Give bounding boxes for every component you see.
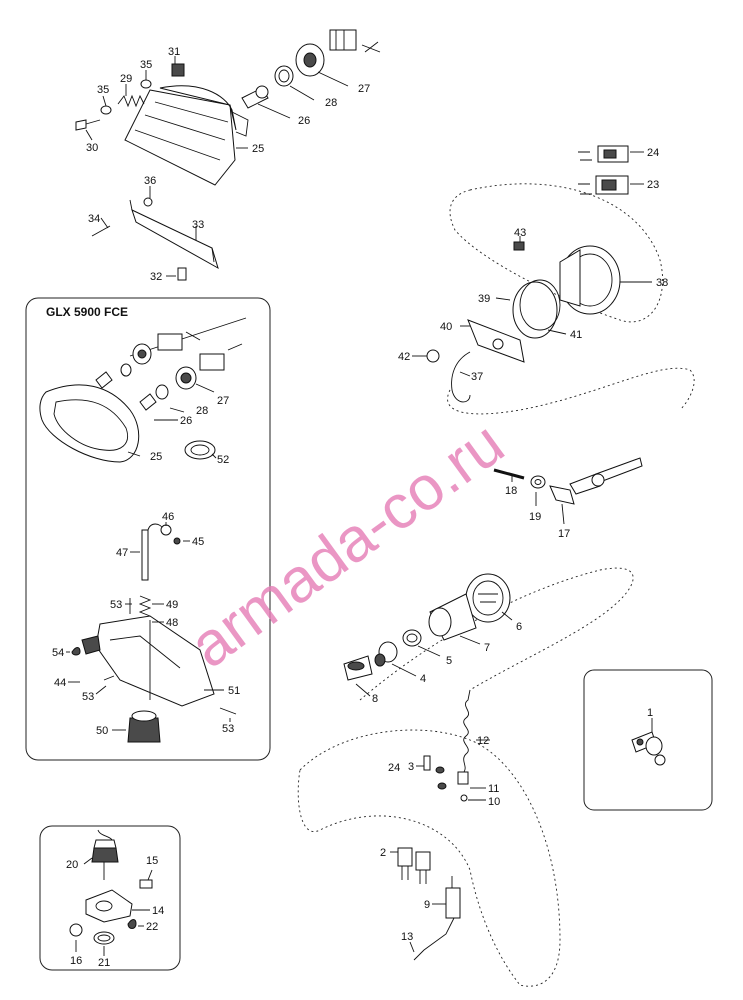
callout-54: 54 xyxy=(52,647,64,659)
callout-14: 14 xyxy=(152,905,164,917)
callout-11: 11 xyxy=(488,783,499,795)
callout-15: 15 xyxy=(146,855,158,867)
callout-22: 22 xyxy=(146,921,158,933)
callout-51: 51 xyxy=(228,685,240,697)
hull-outline xyxy=(297,729,561,987)
callout-8: 8 xyxy=(372,693,378,705)
callout-25-glx: 25 xyxy=(150,451,162,463)
glx-panel-title: GLX 5900 FCE xyxy=(46,305,128,319)
callout-40: 40 xyxy=(440,321,452,333)
wiring-switch-parts xyxy=(390,689,490,961)
callout-33: 33 xyxy=(192,219,204,231)
callout-41: 41 xyxy=(570,329,582,341)
callout-38: 38 xyxy=(656,277,668,289)
callout-36: 36 xyxy=(144,175,156,187)
speedometer-cable-parts xyxy=(493,457,643,525)
callout-26: 26 xyxy=(298,115,310,127)
callout-47: 47 xyxy=(116,547,128,559)
ignition-key-panel xyxy=(583,669,713,811)
callout-35-b: 35 xyxy=(97,84,109,96)
callout-37: 37 xyxy=(471,371,483,383)
callout-48: 48 xyxy=(166,617,178,629)
callout-53-b: 53 xyxy=(82,691,94,703)
callout-28-glx: 28 xyxy=(196,405,208,417)
callout-9: 9 xyxy=(424,899,430,911)
callout-42: 42 xyxy=(398,351,410,363)
callout-17: 17 xyxy=(558,528,570,540)
callout-49: 49 xyxy=(166,599,178,611)
sensor-bracket-parts xyxy=(69,829,153,956)
callout-32: 32 xyxy=(150,271,162,283)
callout-5: 5 xyxy=(446,655,452,667)
callout-19: 19 xyxy=(529,511,541,523)
callout-13: 13 xyxy=(401,931,413,943)
callout-34: 34 xyxy=(88,213,100,225)
callout-25: 25 xyxy=(252,143,264,155)
callout-44: 44 xyxy=(54,677,66,689)
glx-panel-parts xyxy=(39,317,247,743)
callout-24: 24 xyxy=(647,147,659,159)
callout-12: 12 xyxy=(477,735,489,747)
callout-46: 46 xyxy=(162,511,174,523)
gauge-console-assembly xyxy=(412,145,695,415)
callout-35: 35 xyxy=(140,59,152,71)
callout-7: 7 xyxy=(484,642,490,654)
ignition-key-parts xyxy=(631,718,666,766)
callout-20: 20 xyxy=(66,859,78,871)
callout-45: 45 xyxy=(192,536,204,548)
callout-27: 27 xyxy=(358,83,370,95)
callout-21: 21 xyxy=(98,957,110,969)
sensor-bracket-panel xyxy=(39,825,181,971)
callout-29: 29 xyxy=(120,73,132,85)
watermark-text: armada-co.ru xyxy=(178,409,517,682)
callout-28: 28 xyxy=(325,97,337,109)
callout-6: 6 xyxy=(516,621,522,633)
callout-31: 31 xyxy=(168,46,180,58)
callout-53: 53 xyxy=(110,599,122,611)
callout-2: 2 xyxy=(380,847,386,859)
callout-53-c: 53 xyxy=(222,723,234,735)
headlamp-assembly-top xyxy=(75,29,381,281)
callout-1: 1 xyxy=(647,707,653,719)
callout-27-glx: 27 xyxy=(217,395,229,407)
callout-39: 39 xyxy=(478,293,490,305)
callout-16: 16 xyxy=(70,955,82,967)
callout-52: 52 xyxy=(217,454,229,466)
callout-4: 4 xyxy=(420,673,426,685)
callout-26-glx: 26 xyxy=(180,415,192,427)
callout-23: 23 xyxy=(647,179,659,191)
callout-43: 43 xyxy=(514,227,526,239)
speedometer-parts xyxy=(343,573,513,697)
callout-18: 18 xyxy=(505,485,517,497)
glx-5900-fce-panel xyxy=(25,297,271,761)
callout-24-b: 24 xyxy=(388,762,400,774)
callout-10: 10 xyxy=(488,796,500,808)
callout-3: 3 xyxy=(408,761,414,773)
callout-30: 30 xyxy=(86,142,98,154)
callout-50: 50 xyxy=(96,725,108,737)
